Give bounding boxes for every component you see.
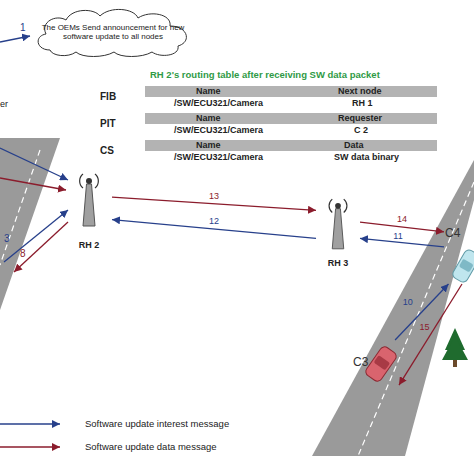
node-label: The OEMs Send announcement for new softw… xyxy=(30,6,196,58)
table-cell: Requester xyxy=(338,114,382,124)
tower-wave xyxy=(329,199,332,212)
vehicle: C4 xyxy=(444,226,474,284)
tower-wave xyxy=(344,199,347,212)
data-arrow xyxy=(14,222,68,272)
callout-number: 10 xyxy=(403,297,413,307)
roadside-hub: RH 2 xyxy=(66,170,112,250)
table-cell: Data xyxy=(344,141,364,151)
legend-sample-line xyxy=(0,446,60,448)
table-cell: C 2 xyxy=(354,126,368,136)
callout-number: 8 xyxy=(20,248,26,259)
callout-number: 15 xyxy=(419,322,429,332)
message-arrow xyxy=(112,197,316,210)
car-window xyxy=(459,259,474,273)
roadside-hub: RH 3 xyxy=(316,194,360,268)
table-cell: /SW/ECU321/Camera xyxy=(174,126,263,136)
callout-number: 13 xyxy=(209,191,219,201)
node-label: C4 xyxy=(445,226,460,240)
message-arrow xyxy=(112,220,316,239)
table-header xyxy=(145,113,437,124)
table-cell: SW data binary xyxy=(334,153,399,163)
node-label: C3 xyxy=(353,355,368,369)
table-header xyxy=(145,86,437,97)
table-cell: Name xyxy=(196,141,221,151)
message-arrow xyxy=(360,222,444,232)
callout-number: 14 xyxy=(397,214,407,224)
interest-arrow xyxy=(0,148,68,180)
car-body xyxy=(364,345,398,383)
message-arrow xyxy=(360,238,444,246)
tower-mast xyxy=(332,209,343,249)
tower-wave xyxy=(95,174,98,188)
data-arrow xyxy=(0,178,66,190)
announcement-cloud: The OEMs Send announcement for new softw… xyxy=(30,6,196,58)
message-arrow xyxy=(395,284,448,340)
callout-number: 3 xyxy=(4,233,10,244)
road-marking xyxy=(358,182,474,456)
interest-arrow xyxy=(4,210,68,262)
table-cell: Name xyxy=(196,114,221,124)
announce-arrow xyxy=(0,36,30,42)
road-right xyxy=(312,160,474,456)
car-window xyxy=(374,355,391,370)
table-name: FIB xyxy=(100,91,116,102)
tree-symbol xyxy=(442,336,468,360)
car-body xyxy=(451,248,474,284)
callout-number: 12 xyxy=(209,216,219,226)
table-header xyxy=(145,140,437,151)
table-name: CS xyxy=(100,145,114,156)
tree-trunk xyxy=(453,360,457,367)
node-label: RH 2 xyxy=(66,240,112,250)
legend-text: Software update interest message xyxy=(85,418,229,429)
tower-wave xyxy=(80,174,83,188)
table-title: RH 2's routing table after receiving SW … xyxy=(150,70,380,80)
vehicle: C3 xyxy=(343,340,399,388)
table-cell: RH 1 xyxy=(352,99,373,109)
table-cell: Next node xyxy=(338,87,382,97)
table-cell: Name xyxy=(196,87,221,97)
cropped-label: er xyxy=(0,100,8,110)
callout-number: 1 xyxy=(20,22,26,33)
callout-number: 11 xyxy=(393,231,402,241)
tower-symbol xyxy=(316,194,360,252)
legend-text: Software update data message xyxy=(85,441,217,452)
car-symbol xyxy=(343,340,399,388)
table-cell: /SW/ECU321/Camera xyxy=(174,99,263,109)
tower-antenna xyxy=(86,178,92,184)
tower-symbol xyxy=(66,170,112,228)
road-marking xyxy=(0,150,40,265)
tower-mast xyxy=(83,184,95,226)
table-cell: /SW/ECU321/Camera xyxy=(174,153,263,163)
message-arrow xyxy=(399,284,462,385)
legend-sample-line xyxy=(0,423,60,425)
tower-antenna xyxy=(335,203,341,209)
node-label: RH 3 xyxy=(316,258,360,268)
table-name: PIT xyxy=(100,118,116,129)
